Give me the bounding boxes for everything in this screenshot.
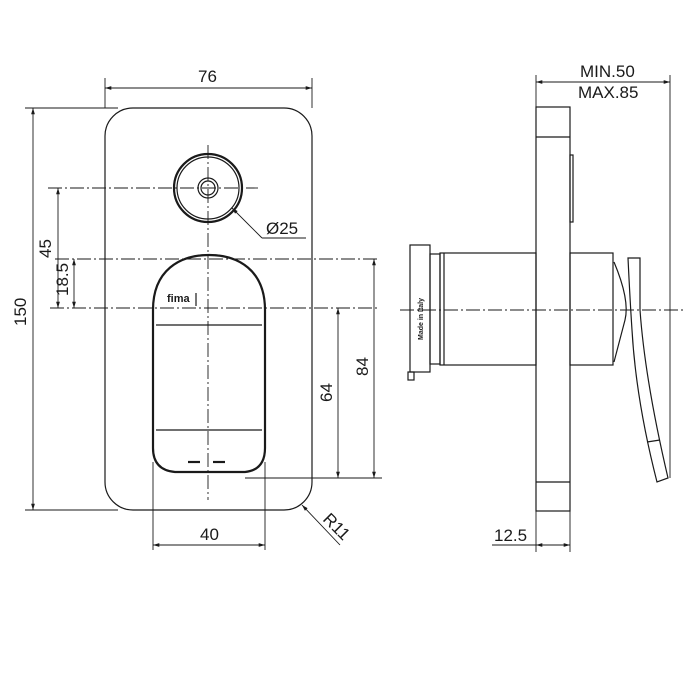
side-view: Made in Italy MIN.50 MAX.85 12.5 bbox=[400, 62, 685, 552]
cover-plate bbox=[104, 107, 313, 511]
valve-body bbox=[439, 252, 537, 366]
dim-knob-diameter: Ø25 bbox=[266, 219, 298, 238]
side-lever bbox=[627, 257, 669, 483]
dim-corner-radius: R11 bbox=[319, 509, 354, 544]
dim-handle-offset: 18.5 bbox=[53, 263, 72, 296]
dim-plate-height: 150 bbox=[11, 298, 30, 326]
dim-plate-thickness: 12.5 bbox=[494, 526, 527, 545]
dim-plate-width: 76 bbox=[198, 67, 217, 86]
side-plate bbox=[535, 106, 571, 512]
front-view: fima 76 150 45 18.5 Ø25 64 84 bbox=[11, 67, 382, 550]
brand-logo: fima bbox=[167, 293, 191, 305]
dim-handle-width: 40 bbox=[200, 525, 219, 544]
origin-label: Made in Italy bbox=[418, 298, 425, 340]
dim-handle-height: 84 bbox=[353, 357, 372, 376]
dim-knob-offset: 45 bbox=[36, 239, 55, 258]
dim-handle-to-bottom: 64 bbox=[317, 383, 336, 402]
mixer-handle bbox=[151, 253, 267, 474]
dim-depth-min: MIN.50 bbox=[580, 62, 635, 81]
dim-depth-max: MAX.85 bbox=[578, 83, 638, 102]
